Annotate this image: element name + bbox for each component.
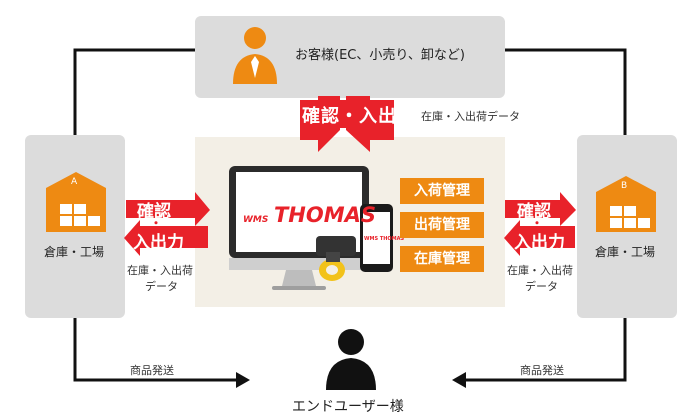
phone-logo: WMS THOMAS [364,236,405,242]
customer-io-arrows [300,96,394,152]
customer-io-label: 確認・入出力 [302,106,416,127]
left-io-line1: 確認 [137,202,171,222]
module-outbound: 出荷管理 [400,212,484,238]
person-icon [326,329,376,390]
module-inventory: 在庫管理 [400,246,484,272]
line-customer-to-b [505,48,627,135]
arrowhead-left-ship [236,372,250,388]
warehouse-b-label: 倉庫・工場 [595,245,656,259]
customer-io-note: 在庫・入出荷データ [421,110,520,123]
left-io-note2: データ [145,280,178,293]
right-io-line1: 確認 [517,202,551,222]
ship-left-label: 商品発送 [130,364,174,377]
left-io-arrows [124,192,210,256]
businessman-icon [233,27,277,84]
module-inbound: 入荷管理 [400,178,484,204]
right-io-note1: 在庫・入出荷 [507,264,573,277]
warehouse-a-letter: A [71,177,78,187]
right-io-arrows [504,192,576,256]
left-io-line2: 入出力 [133,233,184,253]
left-io-note1: 在庫・入出荷 [127,264,193,277]
logo-thomas: THOMAS [273,203,376,227]
left-io-dot: ・ [150,216,163,230]
right-io-note2: データ [525,280,558,293]
warehouse-b-icon [596,176,656,232]
line-b-to-enduser [462,318,627,382]
monitor-logo: WMS THOMAS [243,203,376,227]
end-user-label: エンドユーザー様 [292,399,404,415]
monitor-icon [229,166,369,290]
ship-right-label: 商品発送 [520,364,564,377]
line-a-to-enduser [73,318,240,382]
logo-wms: WMS [243,215,269,225]
phone-icon [360,204,393,272]
arrowhead-right-ship [452,372,466,388]
right-io-line2: 入出力 [514,233,565,253]
ring-scanner-icon [316,236,356,281]
warehouse-a-label: 倉庫・工場 [44,245,105,259]
connector-lines [73,48,627,382]
warehouse-a-icon [46,172,106,232]
warehouse-b-letter: B [621,181,628,191]
line-customer-to-a [73,48,195,135]
right-io-dot: ・ [531,216,544,230]
customer-label: お客様(EC、小売り、卸など) [295,48,465,63]
